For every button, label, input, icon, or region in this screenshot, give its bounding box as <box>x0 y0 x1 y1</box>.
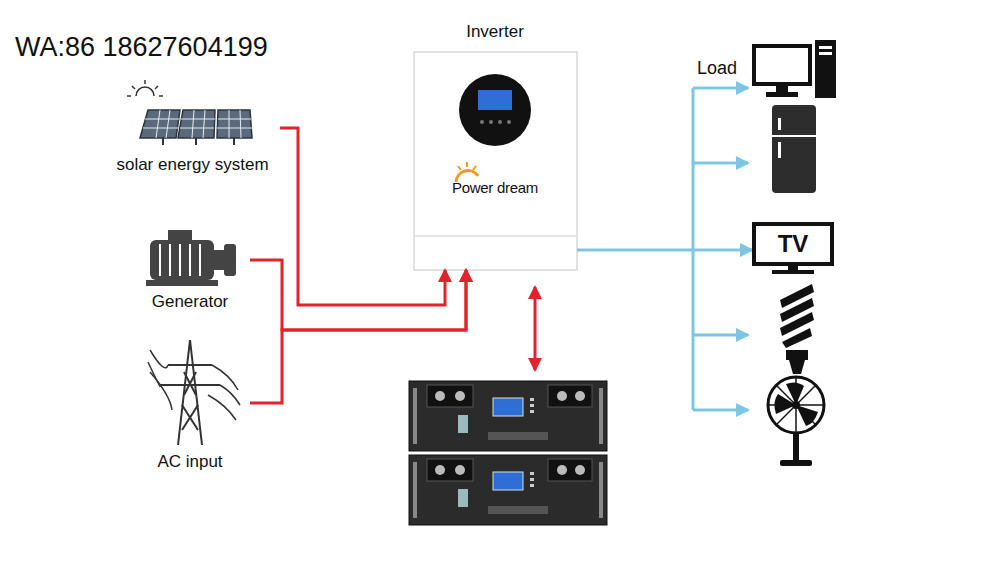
lamp-icon <box>780 284 814 374</box>
battery-rack <box>409 381 607 525</box>
fan-icon <box>768 377 824 466</box>
inverter-device <box>414 52 577 270</box>
power-connector <box>250 270 466 403</box>
node-label: solar energy system <box>116 155 268 175</box>
power-tower-icon <box>148 340 240 445</box>
inverter-node: InverterPower dream <box>413 20 577 270</box>
device-heading: Inverter <box>413 22 577 42</box>
source-node: AC input <box>130 340 250 472</box>
brand-name: Power dream <box>413 178 577 198</box>
generator-icon <box>146 230 236 286</box>
node-label: Generator <box>152 292 229 312</box>
source-node: solar energy system <box>105 75 280 175</box>
solar-panels <box>140 110 252 145</box>
power-connector <box>280 128 445 305</box>
computer-icon <box>754 40 836 98</box>
group-label: Load <box>697 58 737 79</box>
load-node: TV <box>752 222 834 266</box>
power-connector <box>250 260 466 330</box>
fridge-icon <box>772 105 816 193</box>
source-node: Generator <box>130 222 250 312</box>
sun-icon <box>127 80 163 96</box>
tv-label: TV <box>778 230 809 258</box>
node-label: AC input <box>157 452 222 472</box>
watermark: WA:86 18627604199 <box>15 32 268 63</box>
load-branches <box>693 88 748 410</box>
battery-link <box>534 287 537 370</box>
tv-stand <box>772 265 814 274</box>
power-connector <box>577 249 752 252</box>
